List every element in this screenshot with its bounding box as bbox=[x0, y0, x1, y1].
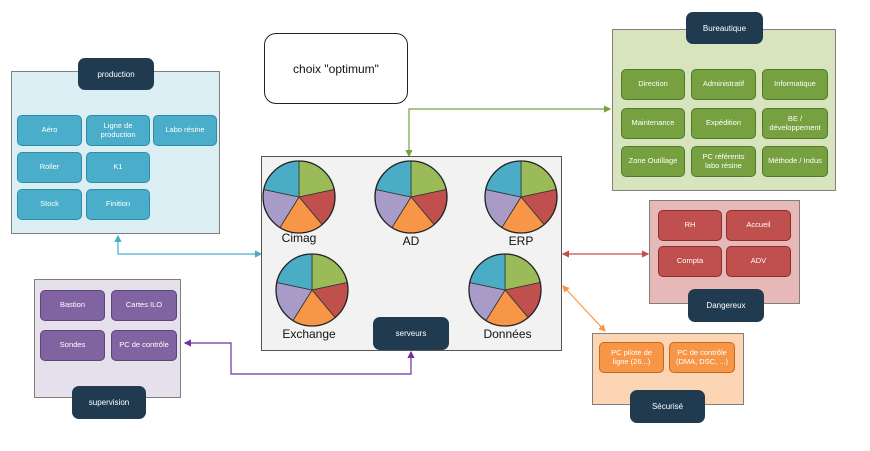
pie-outline-cimag bbox=[262, 160, 336, 234]
dangereux-item-rh: RH bbox=[658, 210, 722, 241]
bureautique-item-zone-outillage: Zone Outillage bbox=[621, 146, 685, 177]
server-label-erp: ERP bbox=[508, 234, 534, 248]
link-securise bbox=[562, 285, 606, 332]
bureautique-item-methode: Méthode / Indus bbox=[762, 146, 828, 177]
note-text: choix "optimum" bbox=[293, 61, 379, 76]
dangereux-item-compta: Compta bbox=[658, 246, 722, 277]
bureautique-item-pc-referents: PC référents labo résine bbox=[691, 146, 756, 177]
pie-outline-donnees bbox=[468, 253, 542, 327]
production-item-aero: Aéro bbox=[17, 115, 82, 146]
bureautique-item-informatique: Informatique bbox=[762, 69, 828, 100]
supervision-item-sondes: Sondes bbox=[40, 330, 105, 361]
pie-outline-ad bbox=[374, 160, 448, 234]
server-label-exchange: Exchange bbox=[282, 327, 336, 341]
dangereux-item-accueil: Accueil bbox=[726, 210, 791, 241]
bureautique-item-maintenance: Maintenance bbox=[621, 108, 685, 139]
securise-title: Sécurisé bbox=[630, 390, 705, 423]
note-box: choix "optimum" bbox=[264, 33, 408, 104]
serveurs-title: serveurs bbox=[373, 317, 449, 350]
supervision-item-bastion: Bastion bbox=[40, 290, 105, 321]
production-item-labo: Labo résine bbox=[153, 115, 217, 146]
bureautique-item-expedition: Expédition bbox=[691, 108, 756, 139]
link-bureautique bbox=[405, 105, 612, 158]
dangereux-title: Dangereux bbox=[688, 289, 764, 322]
server-label-cimag: Cimag bbox=[281, 231, 317, 245]
production-item-finition: Finition bbox=[86, 189, 150, 220]
link-production bbox=[114, 234, 263, 258]
supervision-item-pc-controle: PC de contrôle bbox=[111, 330, 177, 361]
production-item-ligne: Ligne de production bbox=[86, 115, 150, 146]
pie-outline-erp bbox=[484, 160, 558, 234]
production-item-k1: K1 bbox=[86, 152, 150, 183]
bureautique-item-be: BE / développement bbox=[762, 108, 828, 139]
production-title: production bbox=[78, 58, 154, 90]
securise-item-pc-pilote: PC pilote de ligne (26...) bbox=[599, 342, 664, 373]
securise-item-pc-controle: PC de contrôle (DMA, DSC, ...) bbox=[669, 342, 735, 373]
server-label-donnees: Données bbox=[483, 327, 532, 341]
production-item-roller: Roller bbox=[17, 152, 82, 183]
server-label-ad: AD bbox=[402, 234, 420, 248]
supervision-title: supervision bbox=[72, 386, 146, 419]
supervision-item-cartes-ilo: Cartes ILO bbox=[111, 290, 177, 321]
dangereux-item-adv: ADV bbox=[726, 246, 791, 277]
production-item-stock: Stock bbox=[17, 189, 82, 220]
link-supervision bbox=[183, 339, 415, 375]
bureautique-title: Bureautique bbox=[686, 12, 763, 44]
pie-outline-exchange bbox=[275, 253, 349, 327]
bureautique-item-direction: Direction bbox=[621, 69, 685, 100]
bureautique-item-administratif: Administratif bbox=[691, 69, 756, 100]
